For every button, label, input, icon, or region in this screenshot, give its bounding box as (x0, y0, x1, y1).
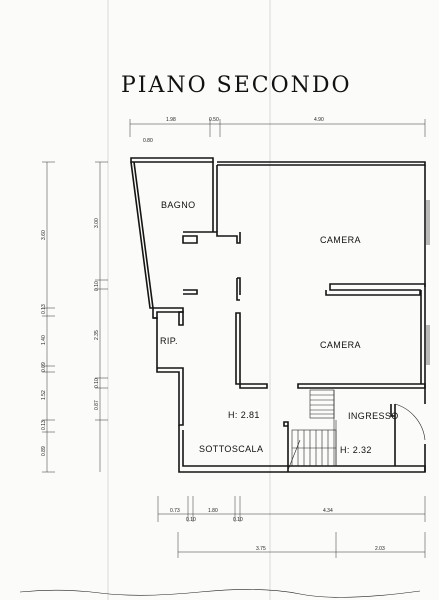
dim-left-1: 3.60 (41, 230, 47, 240)
dim-inner-5: 0.87 (94, 400, 100, 410)
dim-left-7: 0.89 (41, 446, 47, 456)
dim-left-6: 0.13 (41, 420, 47, 430)
dim-left-4: 0.09 (41, 362, 47, 372)
bottom-dimension-row-1: 0.73 0.10 1.80 0.10 4.34 (157, 496, 426, 523)
dim-bottom-1: 0.73 (170, 508, 180, 514)
stairs (287, 389, 337, 471)
room-label-ingresso: INGRESSO (348, 411, 399, 421)
height-label-right: H: 2.32 (340, 445, 372, 455)
dim-left-3: 1.40 (41, 335, 47, 345)
walls (130, 157, 430, 473)
dim-inner-3: 2.35 (94, 330, 100, 340)
room-label-camera-mid: CAMERA (320, 340, 361, 350)
dim-bottom-3: 1.80 (208, 508, 218, 514)
left-inner-dimension-chain: 3.00 0.10 2.35 0.10 0.87 (94, 161, 108, 472)
plan-title: PIANO SECONDO (121, 73, 352, 98)
dim-inner-1: 3.00 (94, 218, 100, 228)
dim-stair-mark: 0.80 (143, 138, 153, 144)
dim-inner-2: 0.10 (94, 281, 100, 291)
dim-bottom-row2-1: 3.75 (256, 546, 266, 552)
dim-bottom-4: 0.10 (233, 517, 243, 523)
dim-top-1: 1.98 (166, 117, 176, 123)
dim-top-3: 4.90 (314, 117, 324, 123)
dim-left-5: 1.52 (41, 390, 47, 400)
dim-inner-4: 0.10 (94, 378, 100, 388)
dim-top-2: 0.50 (209, 117, 219, 123)
dim-bottom-5: 4.34 (323, 508, 333, 514)
left-outer-dimension-chain: 3.60 0.13 1.40 0.09 1.52 0.13 0.89 (41, 161, 55, 473)
room-label-bagno: BAGNO (161, 200, 196, 210)
dim-left-2: 0.13 (41, 304, 47, 314)
page-edge-scribble (19, 589, 421, 598)
top-dimension-chain: 1.98 0.50 4.90 0.80 (129, 117, 426, 144)
dim-bottom-row2-2: 2.03 (375, 546, 385, 552)
room-label-sottoscala: SOTTOSCALA (199, 444, 263, 454)
bottom-dimension-row-2: 3.75 2.03 (177, 532, 426, 558)
height-label-left: H: 2.81 (228, 410, 260, 420)
room-label-rip: RIP. (160, 336, 178, 346)
dim-bottom-2: 0.10 (186, 517, 196, 523)
room-label-camera-top: CAMERA (320, 235, 361, 245)
